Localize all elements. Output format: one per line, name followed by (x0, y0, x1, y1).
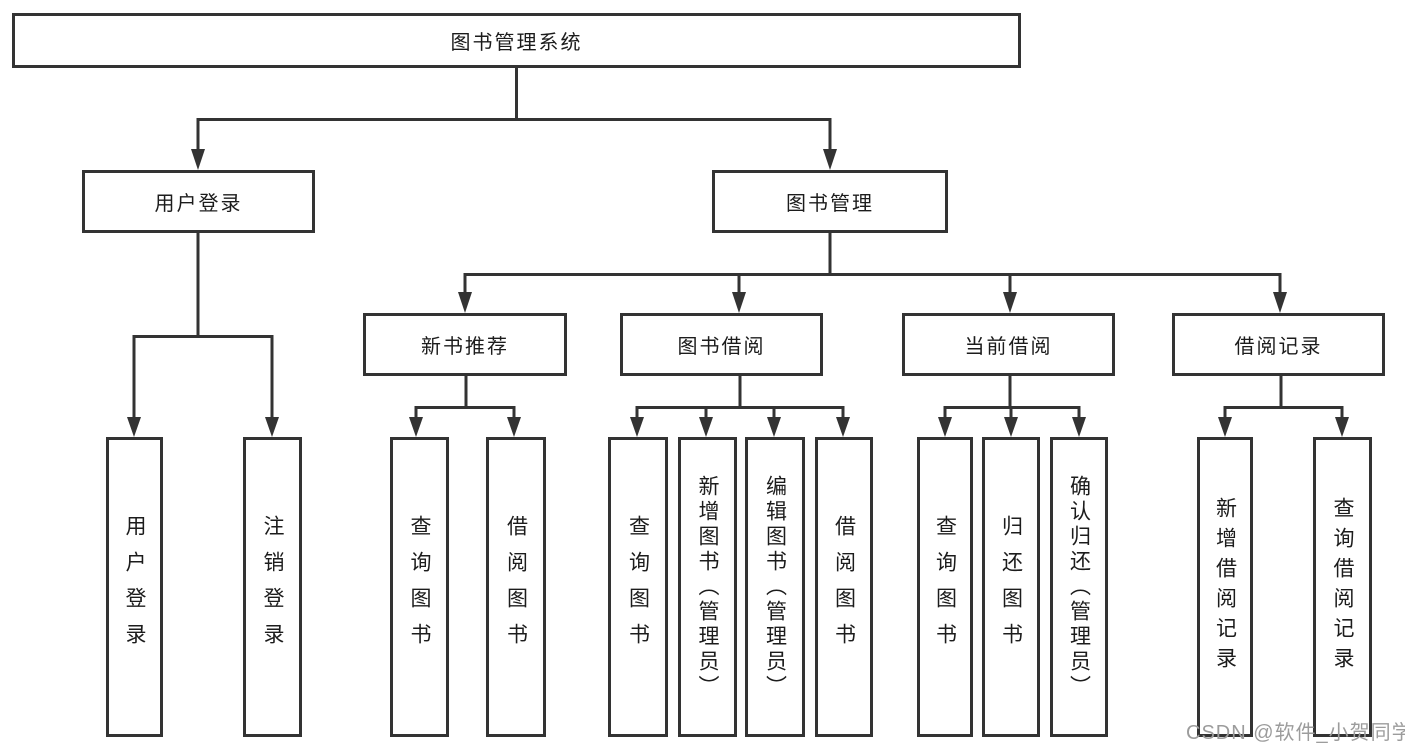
leaf-records-add-record: 新增借阅记录 (1197, 437, 1253, 737)
arrowhead-leaf-br1 (1218, 417, 1232, 437)
leaf-user-login: 用户登录 (106, 437, 163, 737)
node-library-system: 图书管理系统 (12, 13, 1021, 68)
leaf-borrowing-query-books: 查询图书 (608, 437, 668, 737)
arrowhead-leaf-rec1 (409, 417, 423, 437)
leaf-records-query-record: 查询借阅记录 (1313, 437, 1372, 737)
node-book-borrowing: 图书借阅 (620, 313, 823, 376)
arrowhead-leaf-br2 (1335, 417, 1349, 437)
arrowhead-leaf-rec2 (507, 417, 521, 437)
node-book-management: 图书管理 (712, 170, 948, 233)
csdn-watermark: CSDN @软件_小贺同学 (1186, 722, 1405, 744)
arrowhead-leaf-bb2 (699, 417, 713, 437)
arrowhead-leaf-cb3 (1072, 417, 1086, 437)
arrowhead-user-login (191, 149, 205, 170)
node-user-login: 用户登录 (82, 170, 315, 233)
leaf-borrowing-borrow-books: 借阅图书 (815, 437, 873, 737)
leaf-borrowing-add-books-admin: 新增图书（管理员） (678, 437, 737, 737)
arrowhead-leaf-cb2 (1004, 417, 1018, 437)
arrowhead-leaf-bb4 (836, 417, 850, 437)
arrowhead-records (1273, 292, 1287, 313)
arrowhead-borrowing (732, 292, 746, 313)
node-new-book-recommend: 新书推荐 (363, 313, 567, 376)
arrowhead-recommend (458, 292, 472, 313)
node-borrowing-records: 借阅记录 (1172, 313, 1385, 376)
leaf-current-query-books: 查询图书 (917, 437, 973, 737)
arrowhead-book-mgmt (823, 149, 837, 170)
node-current-borrowing: 当前借阅 (902, 313, 1115, 376)
leaf-current-confirm-return-admin: 确认归还（管理员） (1050, 437, 1108, 737)
arrowhead-leaf-bb3 (767, 417, 781, 437)
arrowhead-current (1003, 292, 1017, 313)
arrowhead-leaf-bb1 (630, 417, 644, 437)
arrowhead-leaf-ul1 (127, 417, 141, 437)
arrowhead-leaf-ul2 (265, 417, 279, 437)
leaf-recommend-borrow-books: 借阅图书 (486, 437, 546, 737)
leaf-borrowing-edit-books-admin: 编辑图书（管理员） (745, 437, 805, 737)
leaf-current-return-books: 归还图书 (982, 437, 1040, 737)
leaf-recommend-query-books: 查询图书 (390, 437, 449, 737)
leaf-logout-login: 注销登录 (243, 437, 302, 737)
arrowhead-leaf-cb1 (938, 417, 952, 437)
